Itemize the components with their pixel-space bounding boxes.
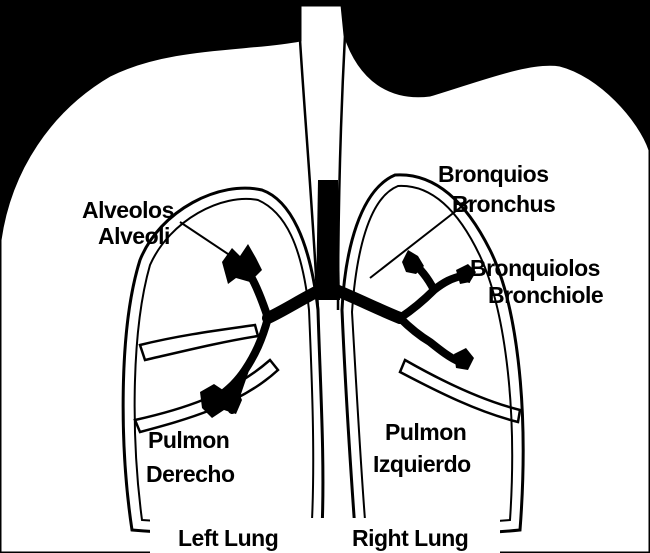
label-bronchiole: Bronchiole	[488, 282, 603, 308]
label-bronchus: Bronchus	[452, 191, 555, 217]
label-pulmon-derecho-2: Derecho	[146, 461, 235, 487]
label-right-lung: Right Lung	[352, 525, 468, 551]
label-left-lung: Left Lung	[178, 525, 278, 551]
label-bronquios: Bronquios	[438, 161, 549, 187]
label-pulmon-derecho-1: Pulmon	[148, 427, 229, 453]
label-bronquiolos: Bronquiolos	[470, 255, 600, 281]
label-alveolos: Alveolos	[82, 197, 174, 223]
label-alveoli: Alveoli	[98, 223, 170, 249]
trachea	[316, 180, 340, 300]
label-pulmon-izquierdo-1: Pulmon	[385, 419, 466, 445]
label-pulmon-izquierdo-2: Izquierdo	[373, 451, 471, 477]
